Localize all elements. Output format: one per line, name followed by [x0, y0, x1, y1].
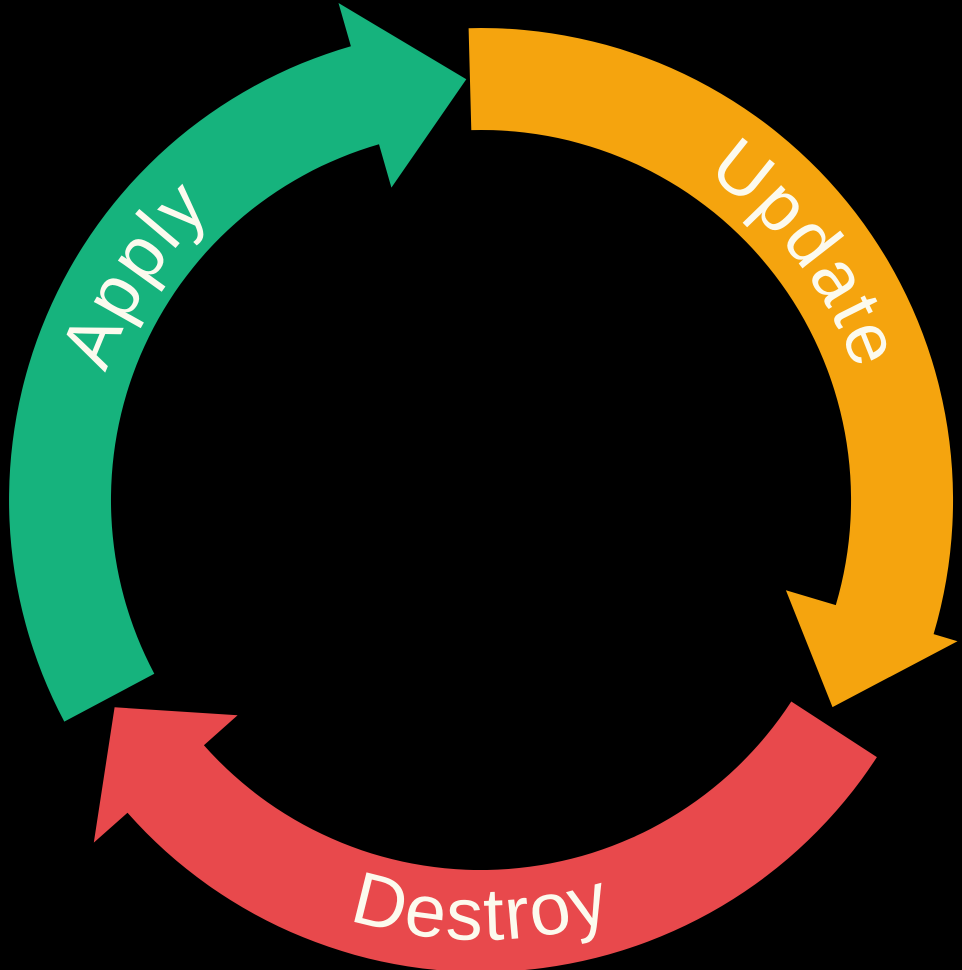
- destroy-arrow: [93, 701, 877, 970]
- segment-destroy: Destroy: [93, 701, 877, 970]
- segment-apply: Apply: [9, 3, 467, 722]
- update-arrow: [468, 28, 958, 708]
- segment-update: Update: [468, 28, 958, 708]
- apply-arrow: [9, 3, 467, 722]
